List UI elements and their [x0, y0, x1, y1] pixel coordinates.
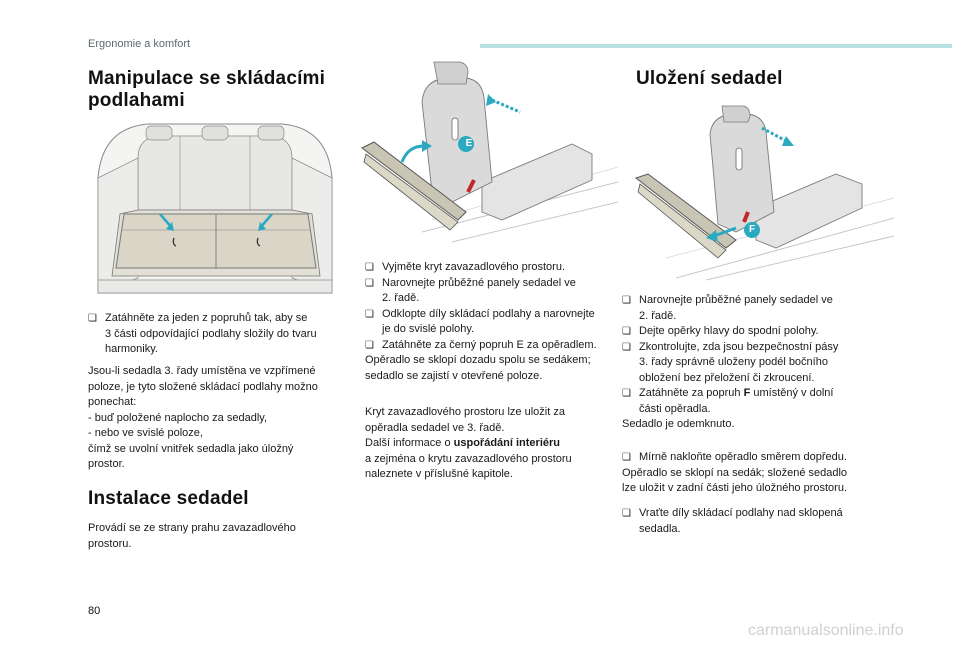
trunk-floor-illustration: [88, 118, 342, 298]
seat-stow-illustration: [634, 105, 895, 281]
seat-raise-illustration: [361, 61, 619, 243]
bullet-marker-icon: ❏: [622, 452, 631, 463]
bullet-marker-icon: ❏: [365, 308, 374, 320]
col2-note: Kryt zavazadlového prostoru lze uložit z…: [365, 406, 572, 480]
col3-return: ❏Vraťte díly skládací podlahy nad sklope…: [622, 507, 843, 535]
page-number: 80: [88, 605, 101, 617]
col1-bullet: ❏ Zatáhněte za jeden z popruhů tak, aby …: [88, 312, 317, 355]
bullet-marker-icon: ❏: [622, 341, 631, 353]
bullet-marker-icon: ❏: [365, 339, 374, 351]
title-manipulace: Manipulace se skládacími podlahami: [88, 68, 326, 111]
bullet-marker-icon: ❏: [622, 326, 631, 337]
header-accent-bar: [480, 44, 952, 48]
col2-steps: ❏Vyjměte kryt zavazadlového prostoru. ❏N…: [365, 261, 597, 382]
callout-e-label: E: [465, 138, 473, 149]
col3-fold: ❏Mírně nakloňte opěradlo směrem dopředu.…: [622, 451, 848, 494]
watermark: carmanualsonline.info: [748, 622, 904, 639]
title-ulozeni: Uložení sedadel: [636, 68, 783, 89]
bullet-marker-icon: ❏: [365, 262, 374, 273]
col1-paragraph-2: Provádí se ze strany prahu zavazadlového…: [88, 522, 296, 550]
bullet-marker-icon: ❏: [622, 295, 631, 306]
bullet-marker-icon: ❏: [622, 388, 631, 399]
bullet-marker-icon: ❏: [365, 277, 374, 289]
section-header: Ergonomie a komfort: [88, 38, 191, 50]
bullet-marker-icon: ❏: [88, 313, 97, 324]
title-instalace: Instalace sedadel: [88, 488, 249, 509]
bullet-marker-icon: ❏: [622, 508, 631, 519]
callout-f-label: F: [748, 224, 756, 235]
col1-paragraph: Jsou-li sedadla 3. řady umístěna ve vzpř…: [88, 365, 318, 470]
